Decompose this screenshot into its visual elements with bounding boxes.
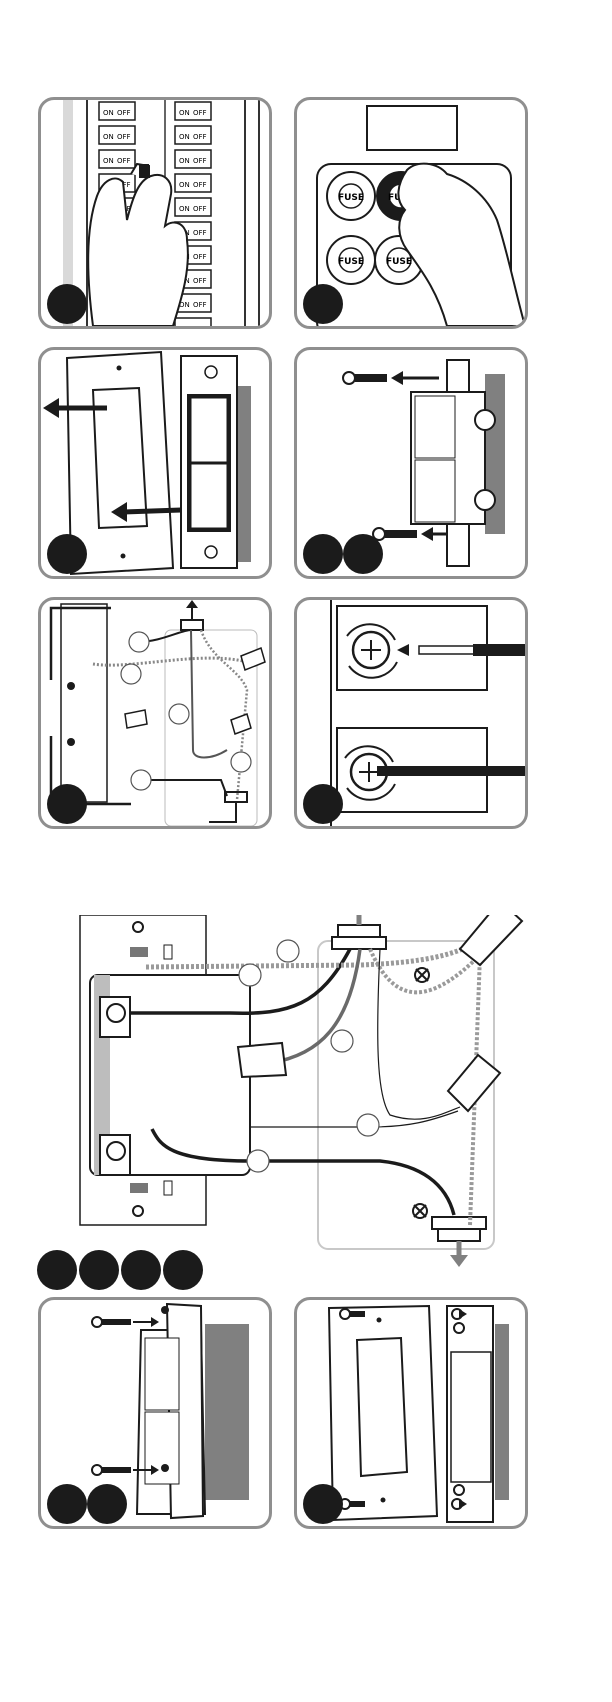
step-remove-wallplate-panel: [38, 347, 272, 579]
fuse-icon: FUSE: [327, 172, 375, 220]
step-number-badge: [163, 1250, 203, 1290]
terminal-screw-icon: [353, 632, 389, 668]
breaker-off-label: OFF: [193, 181, 207, 189]
breaker-on-label: ON: [103, 133, 114, 141]
callout-circle: [247, 1150, 269, 1172]
breaker-off-label: OFF: [193, 109, 207, 117]
callout-circle: [169, 704, 189, 724]
box-screw-icon: [415, 968, 429, 982]
step-mount-switch-panel: [38, 1297, 272, 1529]
svg-text:FUSE: FUSE: [338, 257, 364, 267]
svg-text:FUSE: FUSE: [386, 257, 412, 267]
arrow-left-icon: [421, 527, 447, 541]
screw-icon: [343, 372, 387, 384]
callout-circle: [277, 940, 299, 962]
wiring-detail-diagram: [60, 915, 560, 1285]
step-number-badge: [121, 1250, 161, 1290]
breaker-off-label: OFF: [193, 325, 207, 326]
breaker-off-label: OFF: [193, 229, 207, 237]
step-terminal-screws-panel: [294, 597, 528, 829]
step-number-badge: [303, 284, 343, 324]
terminal-screw-icon: [100, 1135, 130, 1175]
step-number-badge: [87, 1484, 127, 1524]
step-number-badge: [343, 534, 383, 574]
wire-nut-icon: [125, 710, 147, 728]
callout-circle: [239, 964, 261, 986]
breaker-on-label: ON: [179, 205, 190, 213]
step-number-badge: [37, 1250, 77, 1290]
step-attach-wallplate-panel: [294, 1297, 528, 1529]
callout-circle: [231, 752, 251, 772]
breaker-off-label: OFF: [117, 157, 131, 165]
callout-circle: [331, 1030, 353, 1052]
breaker-off-label: OFF: [117, 109, 131, 117]
breaker-off-label: OFF: [193, 277, 207, 285]
cable-clamp-icon: [432, 1217, 486, 1267]
breaker-off-label: OFF: [193, 301, 207, 309]
fuse-icon: FUSE: [327, 236, 375, 284]
step-number-badge: [47, 284, 87, 324]
step-remove-fuse-panel: FUSE FUSE FUSE FUSE: [294, 97, 528, 329]
step-number-badge: [79, 1250, 119, 1290]
step-wiring-overview-panel: [38, 597, 272, 829]
callout-circle: [129, 632, 149, 652]
step-number-badge: [303, 784, 343, 824]
cable-clamp-icon: [181, 600, 203, 630]
breaker-on-label: ON: [179, 133, 190, 141]
wire-nut-icon: [238, 1043, 286, 1077]
breaker-on-label: ON: [179, 109, 190, 117]
breaker-off-label: OFF: [193, 133, 207, 141]
breaker-off-label: OFF: [193, 253, 207, 261]
breaker-on-label: ON: [179, 157, 190, 165]
step-number-badge: [47, 1484, 87, 1524]
cable-clamp-icon: [332, 915, 386, 949]
callout-circle: [131, 770, 151, 790]
step-remove-screws-panel: [294, 347, 528, 579]
step-number-badge: [303, 1484, 343, 1524]
breaker-off-label: OFF: [193, 157, 207, 165]
breaker-on-label: ON: [179, 325, 190, 326]
hand-icon: [88, 175, 188, 326]
breaker-on-label: ON: [103, 109, 114, 117]
breaker-off-label: OFF: [117, 133, 131, 141]
breaker-on-label: ON: [179, 181, 190, 189]
screw-icon: [373, 528, 417, 540]
step-number-badge: [47, 534, 87, 574]
arrow-left-icon: [391, 371, 439, 385]
terminal-screw-icon: [100, 997, 130, 1037]
breaker-switch-icon: [139, 164, 149, 178]
breaker-off-label: OFF: [193, 205, 207, 213]
breaker-on-label: ON: [103, 157, 114, 165]
callout-circle: [121, 664, 141, 684]
callout-circle: [357, 1114, 379, 1136]
step-number-badge: [303, 534, 343, 574]
box-screw-icon: [413, 1204, 427, 1218]
step-number-badge: [47, 784, 87, 824]
svg-text:FUSE: FUSE: [338, 193, 364, 203]
screw-icon: [92, 1317, 159, 1327]
